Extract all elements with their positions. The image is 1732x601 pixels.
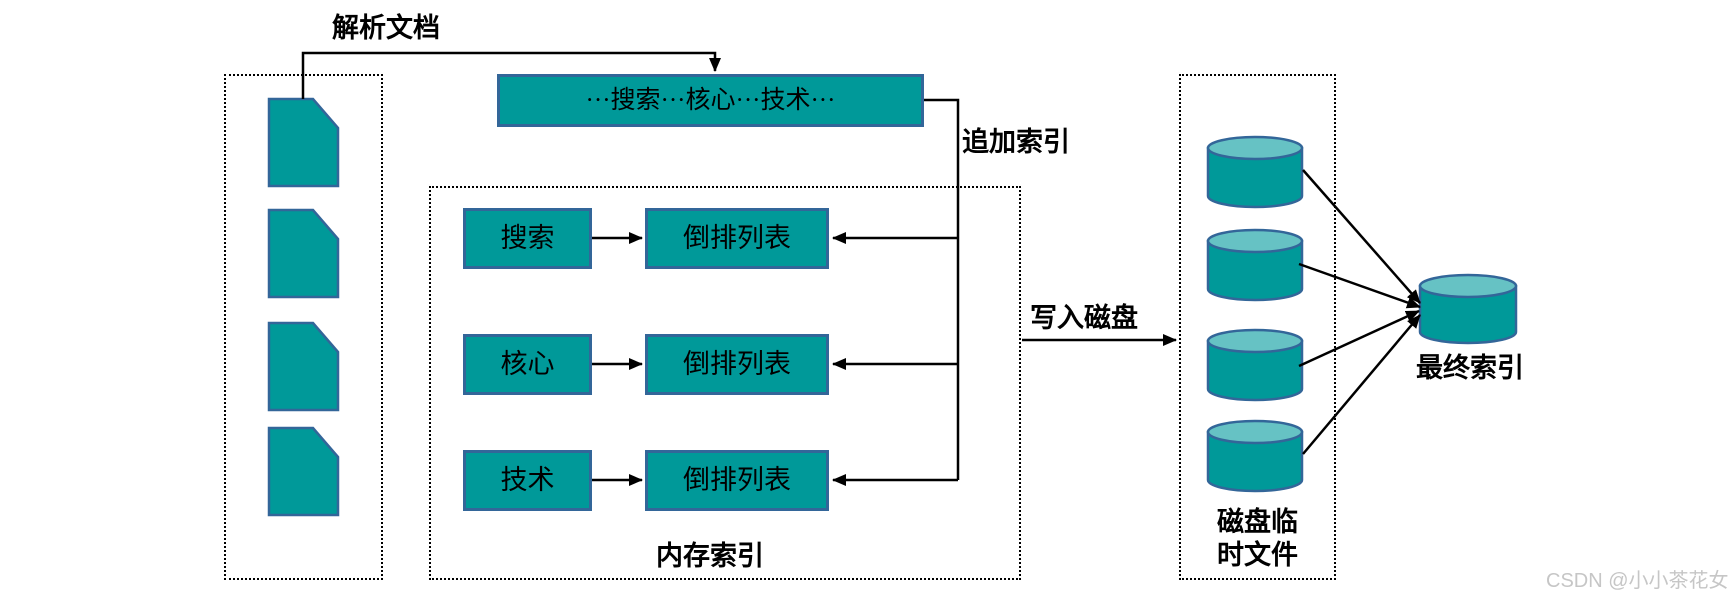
inverted-list-box-row3: 倒排列表 — [645, 450, 829, 511]
parse-documents-label: 解析文档 — [332, 13, 440, 43]
append-index-trunk-line — [923, 98, 960, 480]
disk-temp-files-label-line2: 时文件 — [1217, 540, 1298, 570]
disk-cylinders-group — [1206, 135, 1304, 493]
term-label: 技术 — [500, 465, 555, 495]
term-box-row1: 搜索 — [463, 208, 592, 269]
final-index-label: 最终索引 — [1416, 353, 1524, 383]
inverted-list-label: 倒排列表 — [683, 223, 791, 253]
final-index-cylinder-icon — [1418, 273, 1518, 345]
parse-documents-arrow — [301, 51, 721, 99]
tokenized-text-box: ···搜索···核心···技术··· — [497, 74, 924, 127]
disk-temp-files-label-line1: 磁盘临 — [1217, 507, 1298, 537]
source-documents-container — [224, 74, 383, 580]
document-icon — [267, 97, 340, 188]
disk-temp-files-label: 磁盘临 时文件 — [1179, 506, 1336, 572]
disk-cylinder-icon — [1206, 328, 1304, 402]
watermark-text: CSDN @小小茶花女 — [1546, 570, 1729, 592]
term-box-row2: 核心 — [463, 334, 592, 395]
inverted-list-box-row2: 倒排列表 — [645, 334, 829, 395]
merge-arrow-1 — [1302, 169, 1421, 304]
disk-cylinder-icon — [1206, 228, 1304, 302]
inverted-list-label: 倒排列表 — [683, 349, 791, 379]
merge-arrow-3 — [1298, 309, 1420, 368]
document-icon — [267, 208, 340, 299]
disk-temp-files-container — [1179, 74, 1336, 580]
documents-group — [267, 97, 340, 517]
document-icon — [267, 321, 340, 412]
disk-cylinder-icon — [1206, 135, 1304, 209]
merge-arrow-2 — [1298, 262, 1421, 309]
disk-cylinder-icon — [1206, 419, 1304, 493]
memory-index-label: 内存索引 — [656, 541, 764, 571]
memory-index-container — [429, 186, 1021, 580]
append-index-label: 追加索引 — [962, 127, 1070, 157]
inverted-list-label: 倒排列表 — [683, 465, 791, 495]
term-label: 核心 — [500, 349, 555, 379]
document-icon — [267, 426, 340, 517]
merge-arrow-4 — [1302, 314, 1421, 455]
write-to-disk-label: 写入磁盘 — [1030, 303, 1138, 333]
term-label: 搜索 — [500, 223, 555, 253]
term-box-row3: 技术 — [463, 450, 592, 511]
tokenized-text: ···搜索···核心···技术··· — [585, 87, 836, 114]
inverted-list-box-row1: 倒排列表 — [645, 208, 829, 269]
